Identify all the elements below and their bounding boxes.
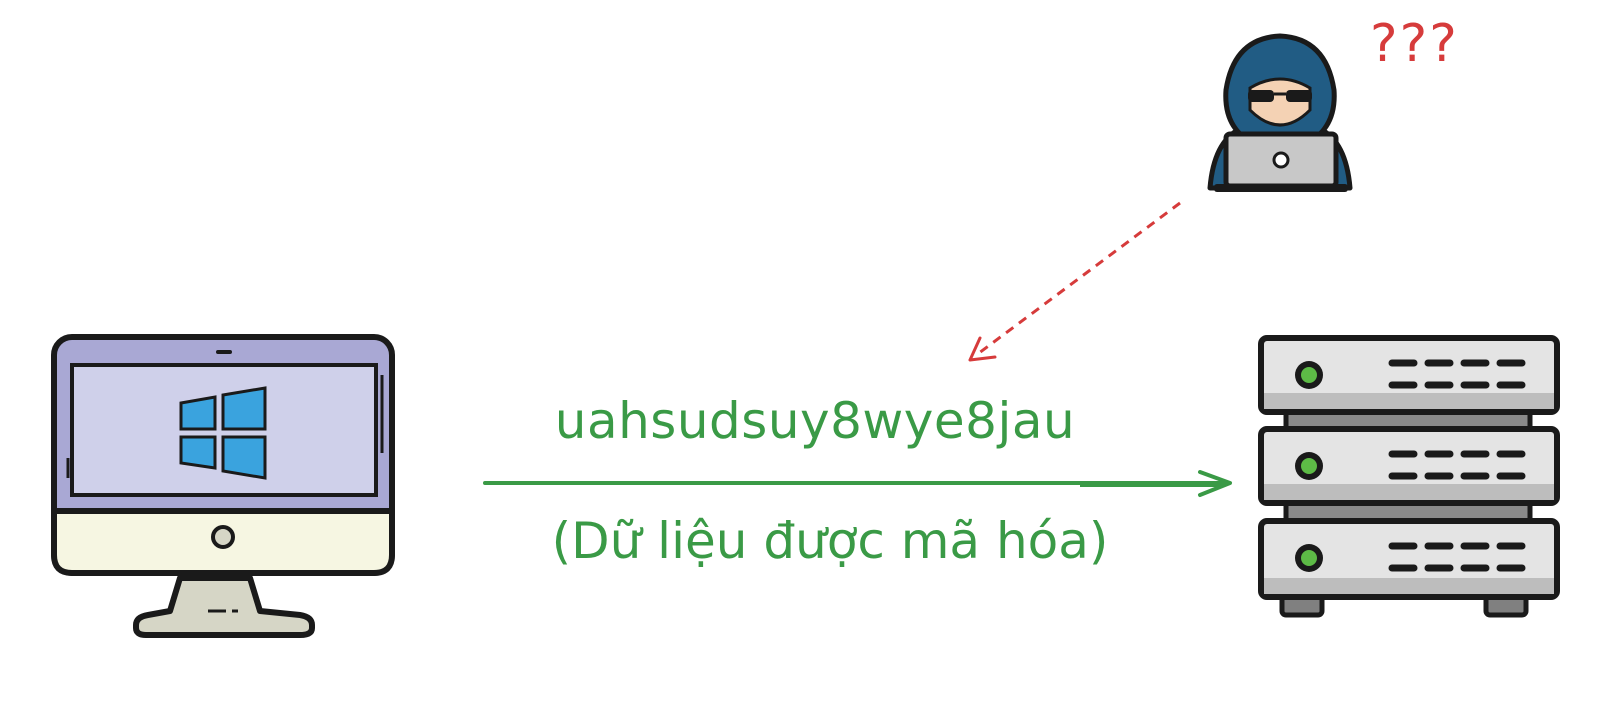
desktop-monitor-icon bbox=[51, 334, 395, 638]
attacker-confused-label: ??? bbox=[1370, 14, 1459, 74]
server-rack-icon bbox=[1258, 335, 1560, 618]
hacker-icon bbox=[1207, 33, 1353, 192]
server-unit-2 bbox=[1258, 426, 1560, 506]
encrypted-data-text: uahsudsuy8wye8jau bbox=[554, 392, 1076, 450]
server-unit-3 bbox=[1258, 518, 1560, 600]
windows-logo-icon bbox=[179, 386, 267, 480]
encrypted-data-caption: (Dữ liệu được mã hóa) bbox=[551, 512, 1109, 570]
server-unit-1 bbox=[1258, 335, 1560, 415]
